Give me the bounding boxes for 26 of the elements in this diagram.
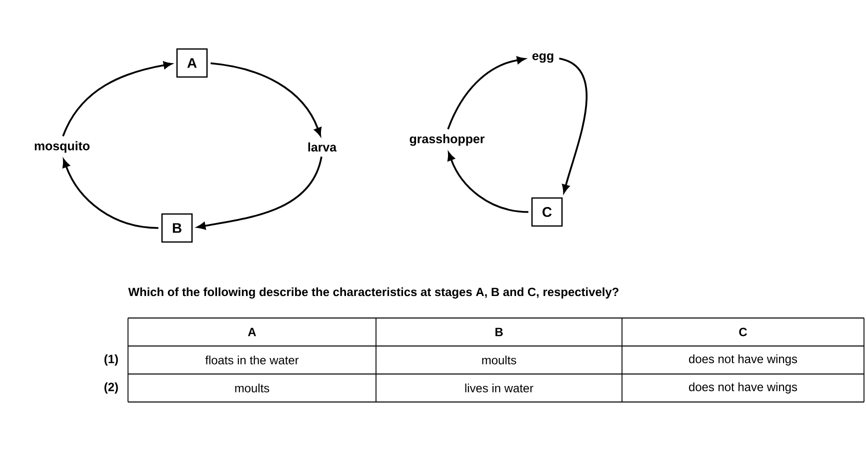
table-cell: moults <box>235 384 270 392</box>
arrow <box>558 58 588 194</box>
stage-label: grasshopper <box>410 134 485 146</box>
table-cell: lives in water <box>465 384 534 392</box>
stage-box: B <box>161 213 193 243</box>
stage-box: A <box>176 48 208 78</box>
table-cell: does not have wings <box>689 354 798 366</box>
table-cell: floats in the water <box>205 356 299 364</box>
stage-label: egg <box>532 53 554 63</box>
arrow <box>197 156 322 230</box>
stage-label: mosquito <box>34 141 90 153</box>
stage-label: larva <box>308 142 337 152</box>
arrow <box>447 56 526 130</box>
column-header: A <box>248 328 256 336</box>
arrow <box>62 61 172 137</box>
row-number: (2) <box>104 382 118 394</box>
column-header: B <box>495 328 503 336</box>
arrow <box>62 159 158 229</box>
arrow <box>210 62 322 136</box>
question-text: Which of the following describe the characteristics at stages A, B and C, respectively? <box>128 287 618 299</box>
table-cell: moults <box>482 356 516 364</box>
row-number: (1) <box>104 354 118 366</box>
arrow <box>448 152 528 213</box>
column-header: C <box>739 328 747 336</box>
table-cell: does not have wings <box>689 382 798 394</box>
stage-box: C <box>531 197 563 227</box>
